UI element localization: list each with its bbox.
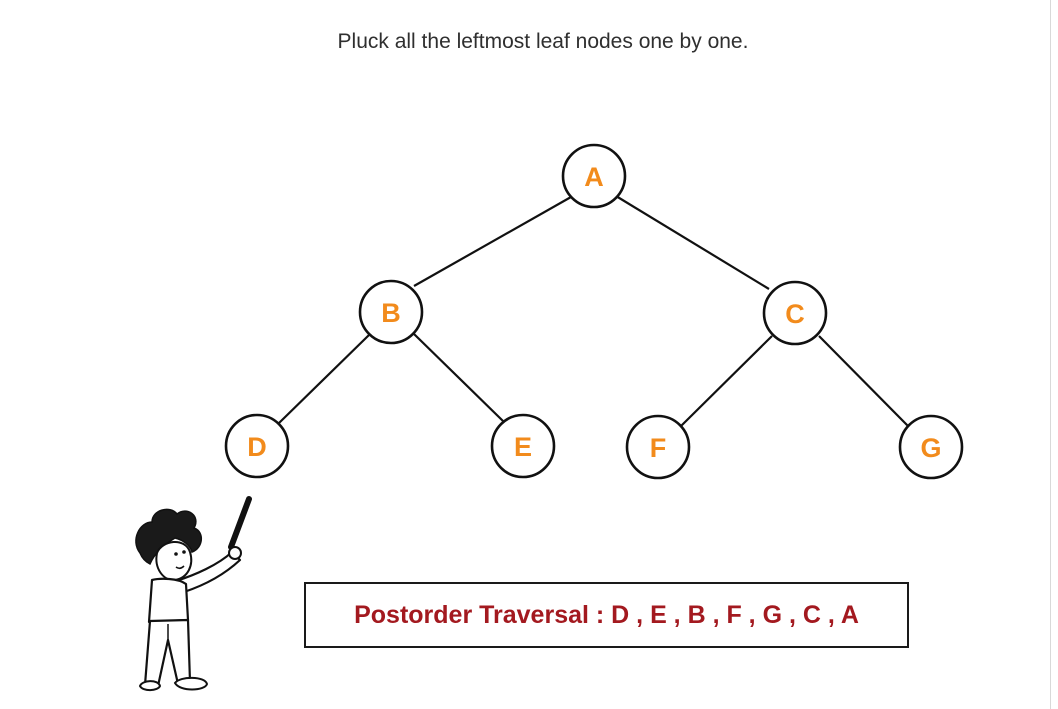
edge-a-c	[615, 195, 770, 290]
person-foot	[173, 676, 209, 691]
postorder-result-box: Postorder Traversal : D , E , B , F , G …	[304, 582, 909, 648]
node-e-label: E	[514, 432, 532, 462]
caption-text: Pluck all the leftmost leaf nodes one by…	[337, 30, 749, 53]
page-edge-divider	[1050, 0, 1051, 709]
edge-c-g	[818, 335, 909, 427]
person-arm	[174, 550, 242, 594]
person-torso	[147, 577, 190, 624]
node-d-label: D	[247, 432, 267, 462]
result-sequence: D , E , B , F , G , C , A	[611, 600, 859, 629]
person-foot	[138, 680, 162, 692]
node-g-label: G	[920, 433, 941, 463]
edge-a-b	[413, 196, 572, 287]
tree-node-f: F	[625, 414, 691, 480]
node-e-circle	[490, 413, 556, 479]
node-a-label: A	[584, 162, 604, 192]
tree-node-d: D	[224, 413, 290, 479]
node-b-label: B	[381, 298, 401, 328]
node-d-circle	[224, 413, 290, 479]
edge-c-f	[680, 335, 773, 427]
person-face	[155, 541, 193, 582]
tree-edges	[278, 195, 909, 427]
node-g-circle	[898, 414, 964, 480]
node-f-label: F	[650, 433, 667, 463]
tree-node-a: A	[561, 143, 627, 209]
result-label: Postorder Traversal	[354, 600, 589, 629]
person-eye	[182, 550, 186, 554]
node-c-label: C	[785, 299, 805, 329]
pointer-stick-icon	[228, 496, 252, 550]
node-f-circle	[625, 414, 691, 480]
node-c-circle	[762, 280, 828, 346]
tree-node-b: B	[358, 279, 424, 345]
person-hair	[135, 508, 202, 566]
edge-b-d	[278, 334, 370, 424]
person-hand	[228, 546, 242, 560]
tree-node-c: C	[762, 280, 828, 346]
person-eye	[174, 552, 178, 556]
edge-b-e	[413, 333, 504, 422]
node-b-circle	[358, 279, 424, 345]
tree-node-e: E	[490, 413, 556, 479]
node-a-circle	[561, 143, 627, 209]
person-mouth	[175, 565, 185, 570]
result-separator: :	[588, 600, 612, 629]
tree-node-g: G	[898, 414, 964, 480]
